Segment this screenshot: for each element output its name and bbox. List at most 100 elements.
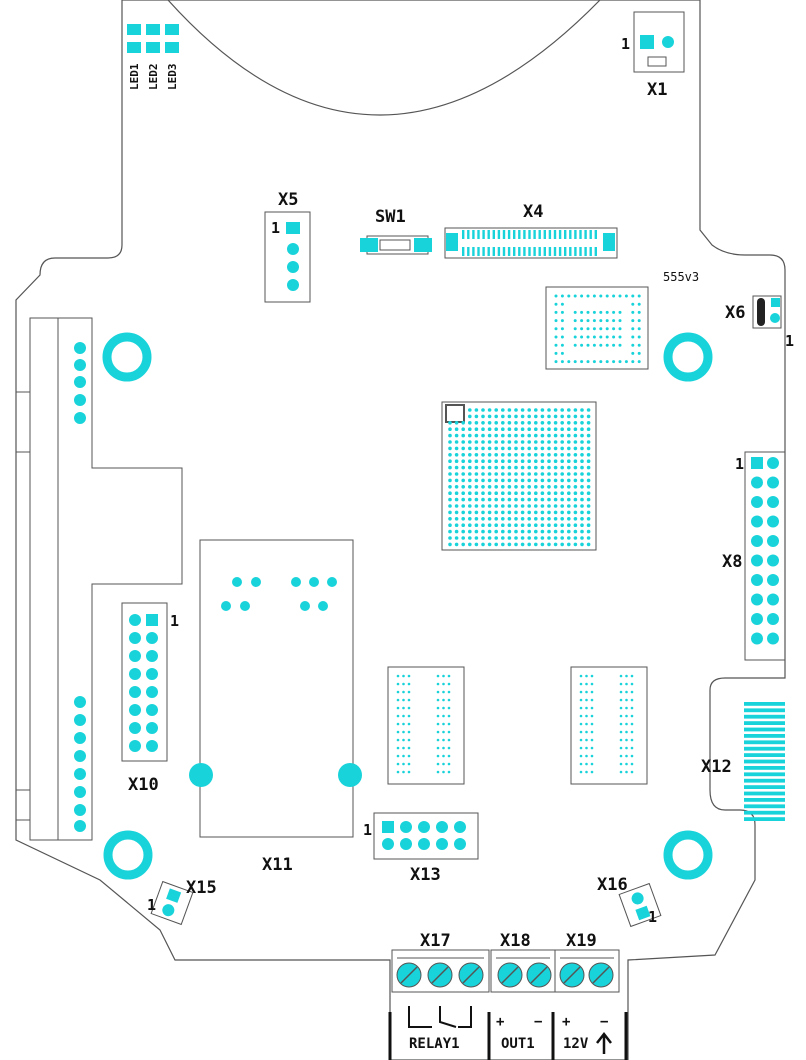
x4-pin bbox=[492, 247, 495, 256]
bga-ball bbox=[534, 491, 538, 496]
x4-pin bbox=[584, 247, 587, 256]
bga-ball bbox=[527, 478, 531, 483]
mem-ball bbox=[625, 762, 628, 766]
x4-pin bbox=[569, 230, 572, 239]
x10-pad bbox=[146, 668, 158, 680]
ic-small-ball bbox=[612, 294, 616, 298]
ic-small-ball bbox=[580, 327, 584, 331]
mem-ball bbox=[625, 706, 628, 710]
bga-ball bbox=[454, 517, 459, 521]
bga-ball bbox=[540, 485, 545, 489]
mem-ball bbox=[442, 762, 445, 766]
bga-ball bbox=[501, 440, 505, 444]
x4-pin bbox=[579, 230, 582, 239]
bga-ball bbox=[474, 472, 479, 476]
bga-ball bbox=[586, 491, 591, 496]
bga-ball bbox=[560, 427, 564, 432]
bga-ball bbox=[586, 408, 591, 412]
mem-ball bbox=[619, 746, 623, 750]
x4-pins bbox=[462, 230, 597, 256]
mem-ball bbox=[396, 722, 400, 726]
bga-ball bbox=[580, 472, 584, 476]
bga-ball bbox=[553, 427, 558, 432]
mem-ball bbox=[447, 690, 451, 694]
x4-pin bbox=[558, 230, 562, 239]
bga-ball bbox=[481, 414, 485, 419]
bga-ball bbox=[461, 453, 466, 457]
x13-pad bbox=[418, 838, 430, 850]
ic-small-ball bbox=[592, 335, 596, 339]
ic-small-ball bbox=[599, 343, 603, 347]
mem-ball bbox=[579, 690, 583, 694]
bga-ball bbox=[527, 440, 531, 444]
x4-pin bbox=[502, 247, 506, 256]
x10-pin1-label: 1 bbox=[170, 612, 179, 630]
ic-small-ball bbox=[573, 335, 577, 339]
bga-ball bbox=[547, 523, 551, 527]
x13-pin1-label: 1 bbox=[363, 821, 372, 839]
bga-ball bbox=[494, 485, 499, 489]
bga-ball bbox=[547, 517, 551, 521]
bga-ball bbox=[553, 485, 558, 489]
bga-ball bbox=[514, 510, 518, 515]
bga-ball bbox=[534, 523, 538, 527]
bga-ball bbox=[553, 510, 558, 515]
bga-ball bbox=[534, 529, 538, 534]
mem-ball bbox=[407, 730, 411, 734]
mem-ic-right-outline bbox=[570, 666, 648, 785]
mem-ball bbox=[590, 682, 594, 686]
x4-pin bbox=[477, 230, 480, 239]
bga-ball bbox=[586, 421, 591, 425]
bga-ball bbox=[553, 504, 558, 508]
ic-small-ball bbox=[560, 319, 564, 323]
bga-ball bbox=[586, 542, 591, 547]
x8-pad bbox=[751, 496, 763, 508]
bga-ball bbox=[553, 453, 558, 457]
mem-ball bbox=[619, 682, 623, 686]
bga-ball bbox=[540, 453, 545, 457]
bga-ball bbox=[540, 440, 545, 444]
ic-small-ball bbox=[605, 310, 609, 314]
x4-pin bbox=[487, 247, 490, 256]
bga-ball bbox=[454, 446, 459, 451]
x12-label: X12 bbox=[701, 757, 732, 777]
x12-pads bbox=[744, 702, 785, 821]
terminal-screw-slot bbox=[400, 966, 418, 984]
bga-ball bbox=[448, 504, 452, 508]
bga-ball bbox=[514, 453, 518, 457]
bga-ball bbox=[560, 465, 564, 470]
bga-ball bbox=[534, 408, 538, 412]
x4-pin bbox=[482, 230, 485, 239]
bga-ball bbox=[474, 465, 479, 470]
ic-small-ball bbox=[592, 310, 596, 314]
mem-ball bbox=[619, 722, 623, 726]
terminal-screw-slot bbox=[462, 966, 480, 984]
mem-ball bbox=[396, 770, 400, 774]
mem-ball bbox=[625, 722, 628, 726]
bga-ball bbox=[527, 529, 531, 534]
bga-ball bbox=[534, 421, 538, 425]
bga-ball bbox=[487, 421, 492, 425]
bga-ball bbox=[507, 433, 512, 438]
ic-small-ball bbox=[573, 294, 577, 298]
ic-small-ball bbox=[631, 327, 635, 331]
bga-ball bbox=[494, 504, 499, 508]
x4-pin bbox=[513, 247, 516, 256]
ic-small-ball bbox=[618, 335, 622, 339]
bga-ball bbox=[468, 491, 472, 496]
x4-pin bbox=[528, 247, 531, 256]
mem-ball bbox=[585, 690, 588, 694]
x16-pin1-label: 1 bbox=[648, 908, 657, 926]
bga-ball bbox=[540, 433, 545, 438]
x15-pin1-label: 1 bbox=[147, 896, 156, 914]
bga-ball bbox=[540, 542, 545, 547]
bga-ball bbox=[454, 478, 459, 483]
bga-ball bbox=[560, 446, 564, 451]
bga-ball bbox=[507, 510, 512, 515]
bga-ball bbox=[580, 408, 584, 412]
mem-ball bbox=[630, 698, 634, 702]
bga-ball bbox=[573, 433, 578, 438]
ic-small-ball bbox=[560, 310, 564, 314]
x1-tab bbox=[647, 56, 667, 67]
ic-small-ball bbox=[612, 310, 616, 314]
